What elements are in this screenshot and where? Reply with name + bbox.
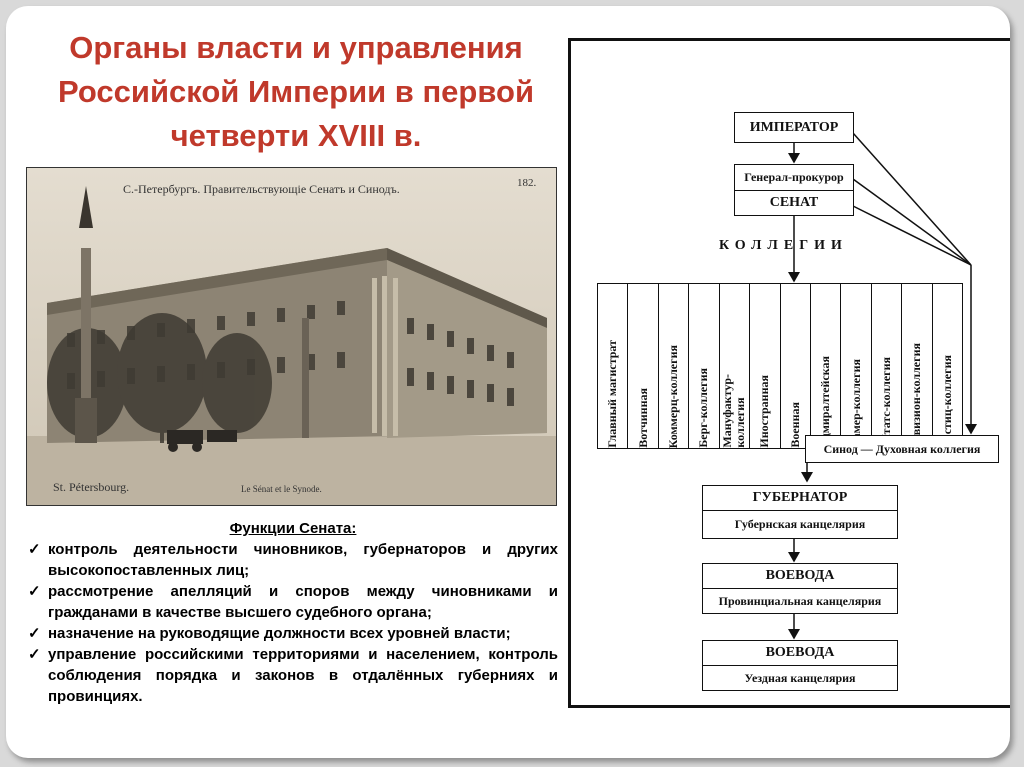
synod-label: Синод — Духовная коллегия <box>823 441 981 456</box>
photo-caption-bottom-mid: Le Sénat et le Synode. <box>241 484 322 494</box>
collegia-row: Главный магистрат Вотчинная Коммерц-колл… <box>597 283 963 449</box>
senate-box: Генерал-прокурор СЕНАТ <box>734 164 854 216</box>
college-label: Коммерц-коллегия <box>666 344 681 448</box>
photo-caption-number: 182. <box>517 177 537 189</box>
title-line-2: Российской Империи в первой <box>57 74 535 109</box>
title-line-3: четверти XVIII в. <box>170 118 422 153</box>
title-line-1: Органы власти и управления <box>69 30 523 65</box>
college-label: Адмиралтейская <box>818 355 833 448</box>
emperor-label: ИМПЕРАТОР <box>749 119 839 135</box>
governor-box: ГУБЕРНАТОР Губернская канцелярия <box>702 485 898 539</box>
list-item: ✓ рассмотрение апелляций и споров между ч… <box>28 581 558 623</box>
college-label: Вотчинная <box>635 388 650 448</box>
college-foreign: Иностранная <box>750 284 781 448</box>
voevoda-uezd-office-row: Уездная канцелярия <box>703 666 897 690</box>
voevoda-uezd-row: ВОЕВОДА <box>703 641 897 666</box>
governor-office-label: Губернская канцелярия <box>734 517 866 531</box>
college-label: Камер-коллегия <box>848 359 863 448</box>
voevoda-province-row: ВОЕВОДА <box>703 564 897 589</box>
college-label: Юстиц-коллегия <box>939 355 954 448</box>
college-label: Берг-коллегия <box>696 368 711 448</box>
building-illustration <box>27 168 556 505</box>
slide: Органы власти и управления Российской Им… <box>6 6 1010 758</box>
synod-box: Синод — Духовная коллегия <box>805 435 999 463</box>
voevoda-province-box: ВОЕВОДА Провинциальная канцелярия <box>702 563 898 614</box>
college-kommerz: Коммерц-коллегия <box>659 284 690 448</box>
college-military: Военная <box>781 284 811 448</box>
college-label: Мануфактур- коллегия <box>720 374 748 448</box>
governor-office-row: Губернская канцелярия <box>703 511 897 538</box>
college-justiz: Юстиц-коллегия <box>933 284 962 448</box>
college-label: Штатс-коллегия <box>879 357 893 448</box>
function-text: назначение на руководящие должности всех… <box>48 625 511 642</box>
emperor-box: ИМПЕРАТОР <box>734 112 854 143</box>
functions-heading: Функции Сената: <box>229 520 357 537</box>
college-label: Ревизион-коллегия <box>909 343 924 448</box>
college-revizion: Ревизион-коллегия <box>902 284 933 448</box>
voevoda-uezd-box: ВОЕВОДА Уездная канцелярия <box>702 640 898 691</box>
function-text: контроль деятельности чиновников, губерн… <box>48 541 558 579</box>
senate-label: СЕНАТ <box>769 194 819 210</box>
college-main-magistrate: Главный магистрат <box>598 284 629 448</box>
governor-label: ГУБЕРНАТОР <box>752 490 848 505</box>
function-text: рассмотрение апелляций и споров между чи… <box>48 583 558 621</box>
senate-row: СЕНАТ <box>735 191 853 216</box>
college-kamer: Камер-коллегия <box>841 284 872 448</box>
photo-caption-bottom-left: St. Pétersbourg. <box>53 480 130 494</box>
prosecutor-row: Генерал-прокурор <box>735 165 853 191</box>
checkmark-icon: ✓ <box>28 646 41 663</box>
government-structure-diagram: ИМПЕРАТОР Генерал-прокурор СЕНАТ КОЛЛЕГИ… <box>568 38 1010 708</box>
college-votchinnaya: Вотчинная <box>628 284 659 448</box>
college-label: Главный магистрат <box>605 340 620 448</box>
college-manufaktur: Мануфактур- коллегия <box>720 284 751 448</box>
voevoda-province-office-row: Провинциальная канцелярия <box>703 589 897 613</box>
voevoda-province-label: ВОЕВОДА <box>765 568 835 583</box>
checkmark-icon: ✓ <box>28 625 41 642</box>
checkmark-icon: ✓ <box>28 583 41 600</box>
functions-list: ✓ контроль деятельности чиновников, губер… <box>28 539 558 707</box>
prosecutor-label: Генерал-прокурор <box>744 169 844 184</box>
voevoda-uezd-label: ВОЕВОДА <box>765 645 835 660</box>
list-item: ✓ управление российскими территориями и н… <box>28 644 558 707</box>
photo-caption-top: С.-Петербургъ. Правительствующіе Сенатъ … <box>123 182 400 196</box>
connector-lines <box>788 132 977 640</box>
function-text: управление российскими территориями и на… <box>48 646 558 705</box>
collegia-label: КОЛЛЕГИИ <box>719 238 848 253</box>
college-shtats: Штатс-коллегия <box>872 284 903 448</box>
governor-row: ГУБЕРНАТОР <box>703 486 897 511</box>
college-admiralty: Адмиралтейская <box>811 284 842 448</box>
list-item: ✓ назначение на руководящие должности все… <box>28 623 558 644</box>
college-label: Иностранная <box>757 375 772 448</box>
checkmark-icon: ✓ <box>28 541 41 558</box>
voevoda-uezd-office-label: Уездная канцелярия <box>744 670 856 685</box>
slide-title: Органы власти и управления Российской Им… <box>20 26 572 158</box>
voevoda-province-office-label: Провинциальная канцелярия <box>718 593 882 608</box>
college-berg: Берг-коллегия <box>689 284 720 448</box>
senate-synod-photo: С.-Петербургъ. Правительствующіе Сенатъ … <box>26 167 557 506</box>
senate-functions: Функции Сената: ✓ контроль деятельности ч… <box>28 518 558 707</box>
list-item: ✓ контроль деятельности чиновников, губер… <box>28 539 558 581</box>
college-label: Военная <box>787 402 802 448</box>
